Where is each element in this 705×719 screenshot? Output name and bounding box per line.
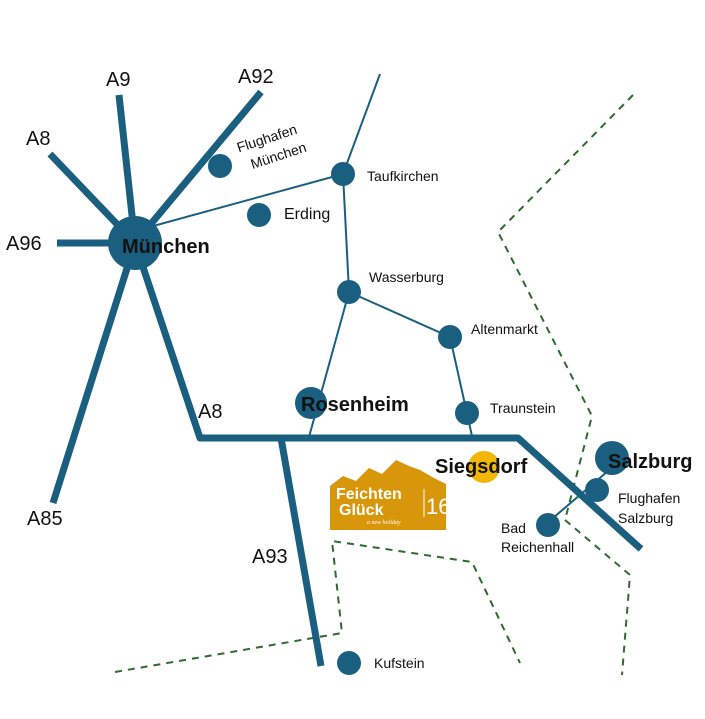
label-a9: A9 bbox=[106, 69, 130, 91]
marker-flughafen-muenchen bbox=[208, 154, 232, 178]
marker-bad-reichenhall bbox=[536, 513, 560, 537]
city-markers bbox=[108, 154, 629, 675]
logo-badge bbox=[330, 460, 446, 530]
label-flughafen-muenchen: Flughafen München bbox=[235, 121, 309, 172]
feichtenglueck-logo: Feichten Glück 16 a new holiday bbox=[330, 460, 450, 530]
border-austria-east bbox=[496, 94, 634, 521]
country-borders bbox=[114, 94, 634, 676]
marker-siegsdorf bbox=[468, 451, 500, 483]
place-labels: München Flughafen München Erding Taufkir… bbox=[122, 121, 692, 671]
road-muenchen-taufkirchen bbox=[134, 173, 344, 232]
label-a93: A93 bbox=[252, 546, 288, 568]
highway-labels: A9 A92 A8 A96 A8 A85 A93 bbox=[6, 66, 288, 568]
logo-tagline: a new holiday bbox=[367, 520, 401, 526]
label-kufstein: Kufstein bbox=[374, 655, 425, 671]
label-muenchen: München bbox=[122, 236, 210, 258]
label-siegsdorf: Siegsdorf bbox=[435, 456, 528, 478]
marker-flughafen-salzburg bbox=[585, 478, 609, 502]
label-bad-reichenhall-line2: Reichenhall bbox=[501, 539, 574, 555]
label-taufkirchen: Taufkirchen bbox=[367, 168, 439, 184]
label-traunstein: Traunstein bbox=[490, 400, 556, 416]
marker-rosenheim bbox=[295, 387, 327, 419]
label-bad-reichenhall-line1: Bad bbox=[501, 520, 526, 536]
road-taufkirchen-north bbox=[342, 73, 381, 175]
road-wasserburg-altenmarkt bbox=[348, 291, 451, 338]
label-wasserburg: Wasserburg bbox=[369, 269, 444, 285]
marker-taufkirchen bbox=[331, 162, 355, 186]
marker-wasserburg bbox=[337, 280, 361, 304]
label-rosenheim: Rosenheim bbox=[301, 394, 409, 416]
highway-a8-east bbox=[131, 241, 644, 552]
road-taufkirchen-wasserburg bbox=[342, 173, 350, 293]
label-erding: Erding bbox=[284, 206, 330, 223]
marker-traunstein bbox=[455, 401, 479, 425]
label-a96: A96 bbox=[6, 233, 42, 255]
border-austria-salzburg bbox=[564, 519, 632, 676]
label-a8-south: A8 bbox=[198, 401, 222, 423]
label-a85: A85 bbox=[27, 508, 63, 530]
label-a8-west: A8 bbox=[26, 128, 50, 150]
label-a92: A92 bbox=[238, 66, 274, 88]
logo-line1: Feichten bbox=[336, 486, 402, 503]
label-salzburg: Salzburg bbox=[608, 451, 692, 473]
logo-number: 16 bbox=[426, 494, 450, 519]
label-flughafen-salzburg-line2: Salzburg bbox=[618, 510, 673, 526]
marker-kufstein bbox=[337, 651, 361, 675]
marker-altenmarkt bbox=[438, 325, 462, 349]
highway-a85 bbox=[49, 241, 139, 505]
marker-erding bbox=[247, 203, 271, 227]
label-altenmarkt: Altenmarkt bbox=[471, 321, 538, 337]
highway-a93 bbox=[277, 437, 325, 667]
label-flughafen-salzburg-line1: Flughafen bbox=[618, 490, 680, 506]
highway-a92 bbox=[132, 89, 264, 246]
marker-muenchen bbox=[108, 216, 162, 270]
marker-salzburg bbox=[595, 441, 629, 475]
logo-line2: Glück bbox=[339, 502, 384, 519]
